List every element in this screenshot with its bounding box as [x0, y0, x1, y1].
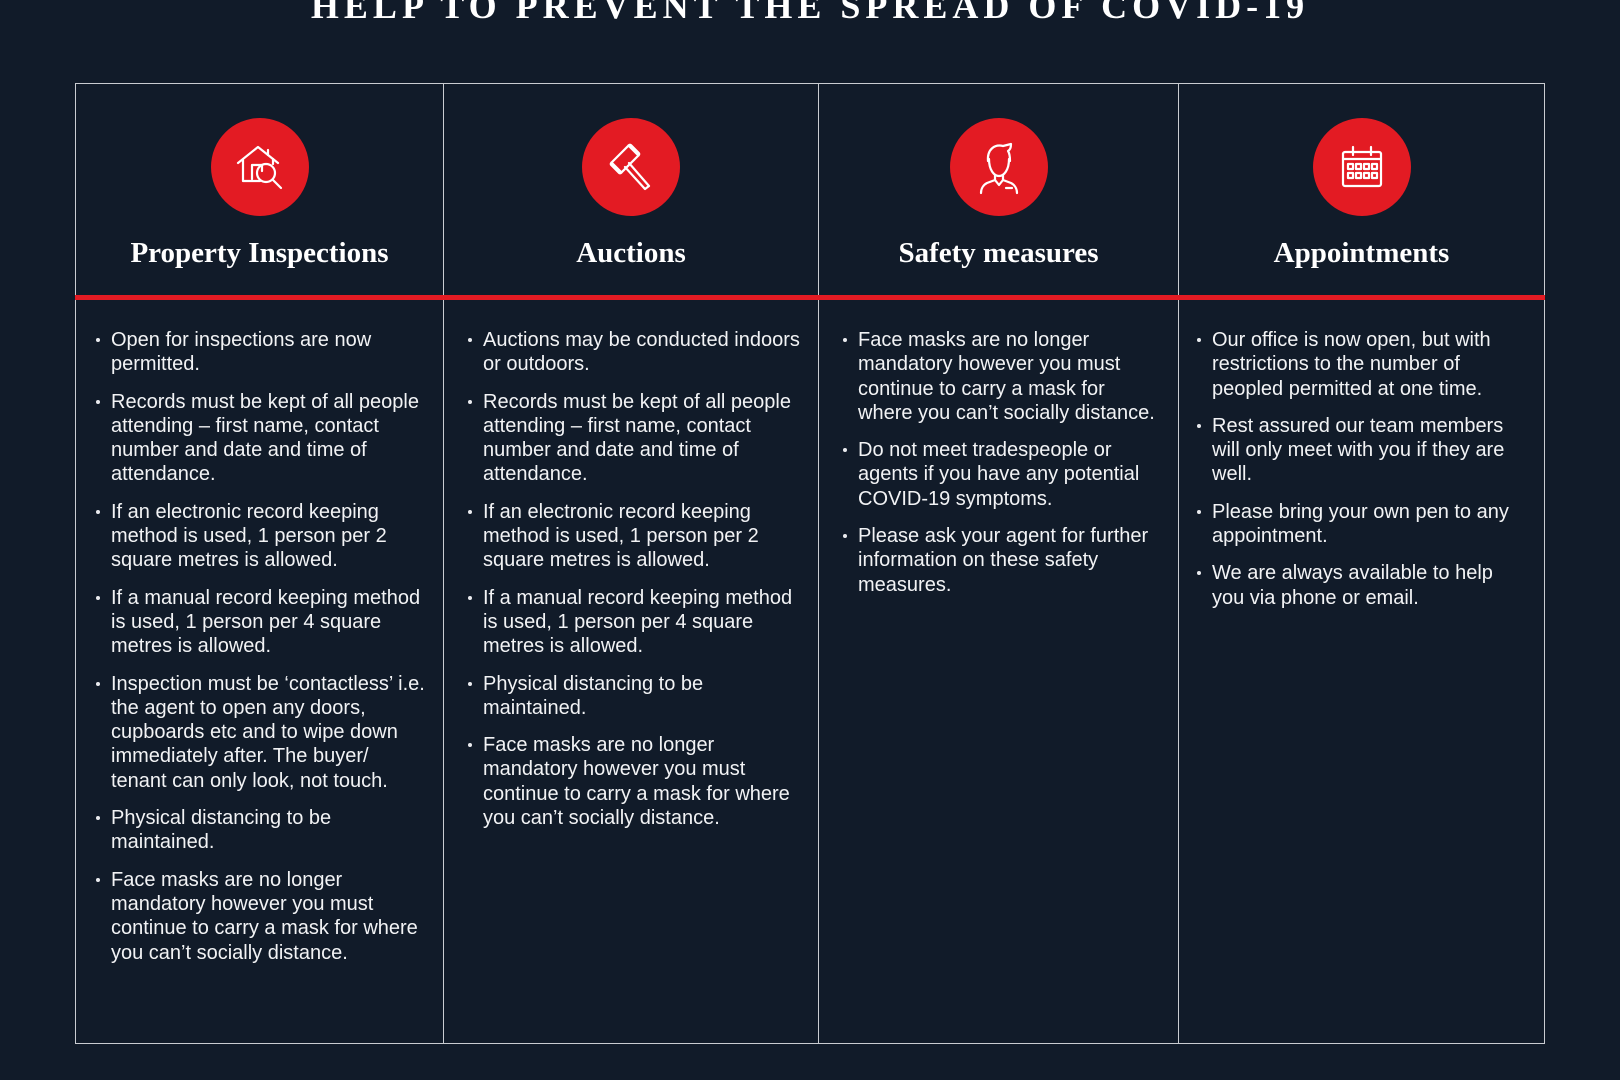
list-item: Auctions may be conducted indoors or out…	[468, 328, 804, 377]
column-header: Auctions	[444, 84, 818, 296]
list-item: Please ask your agent for further inform…	[843, 524, 1164, 597]
list-item: If an electronic record keeping method i…	[468, 500, 804, 573]
list-item: Records must be kept of all people atten…	[468, 390, 804, 487]
list-item: Physical distancing to be maintained.	[468, 672, 804, 721]
list-item: Records must be kept of all people atten…	[96, 390, 429, 487]
page-title: HELP TO PREVENT THE SPREAD OF COVID-19	[310, 0, 1310, 26]
list-item: Face masks are no longer mandatory howev…	[468, 733, 804, 830]
calendar-icon	[1312, 118, 1411, 216]
column-appointments: Appointments Our office is now open, but…	[1179, 84, 1544, 1043]
column-title: Auctions	[576, 237, 686, 269]
column-safety-measures: Safety measures Face masks are no longer…	[819, 84, 1179, 1043]
list-item: Face masks are no longer mandatory howev…	[96, 868, 429, 965]
info-grid: Property Inspections Open for inspection…	[75, 83, 1545, 1044]
header-divider-rule	[75, 295, 1545, 300]
column-header: Safety measures	[819, 84, 1178, 296]
list-item: Open for inspections are now permitted.	[96, 328, 429, 377]
column-title: Property Inspections	[130, 237, 389, 269]
list-item: Inspection must be ‘contactless’ i.e. th…	[96, 672, 429, 793]
bullet-list: Our office is now open, but with restric…	[1197, 328, 1530, 610]
column-header: Appointments	[1179, 84, 1544, 296]
list-item: If a manual record keeping method is use…	[468, 586, 804, 659]
list-item: Our office is now open, but with restric…	[1197, 328, 1530, 401]
list-item: Do not meet tradespeople or agents if yo…	[843, 438, 1164, 511]
list-item: Face masks are no longer mandatory howev…	[843, 328, 1164, 425]
column-body: Auctions may be conducted indoors or out…	[444, 296, 818, 830]
column-property-inspections: Property Inspections Open for inspection…	[76, 84, 444, 1043]
column-title: Safety measures	[898, 237, 1099, 269]
person-icon	[949, 118, 1048, 216]
column-body: Open for inspections are now permitted. …	[76, 296, 443, 965]
list-item: Rest assured our team members will only …	[1197, 414, 1530, 487]
column-auctions: Auctions Auctions may be conducted indoo…	[444, 84, 819, 1043]
column-header: Property Inspections	[76, 84, 443, 296]
bullet-list: Auctions may be conducted indoors or out…	[468, 328, 804, 830]
column-body: Our office is now open, but with restric…	[1179, 296, 1544, 610]
column-body: Face masks are no longer mandatory howev…	[819, 296, 1178, 597]
list-item: Please bring your own pen to any appoint…	[1197, 500, 1530, 549]
list-item: If an electronic record keeping method i…	[96, 500, 429, 573]
gavel-icon	[582, 118, 680, 216]
column-title: Appointments	[1273, 237, 1450, 269]
list-item: Physical distancing to be maintained.	[96, 806, 429, 855]
house-search-icon	[210, 118, 309, 216]
list-item: If a manual record keeping method is use…	[96, 586, 429, 659]
bullet-list: Face masks are no longer mandatory howev…	[843, 328, 1164, 597]
bullet-list: Open for inspections are now permitted. …	[96, 328, 429, 965]
list-item: We are always available to help you via …	[1197, 561, 1530, 610]
